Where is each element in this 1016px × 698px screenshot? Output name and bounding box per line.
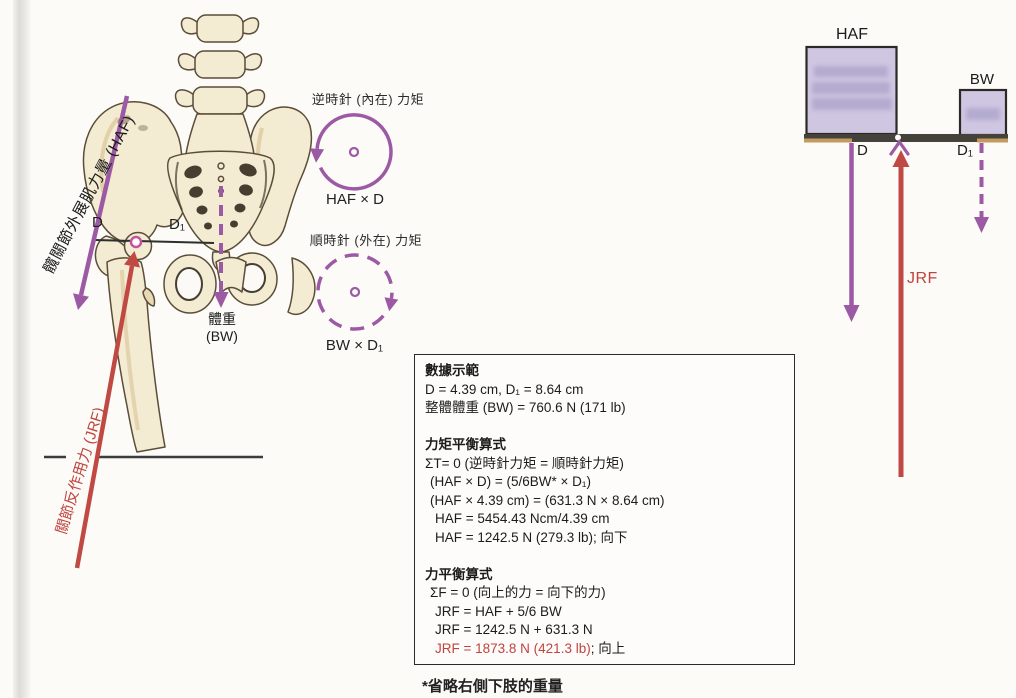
ccw-moment-circle <box>310 113 393 191</box>
lever-bw-label: BW <box>969 71 995 88</box>
calc-spacer <box>425 418 784 437</box>
ghost-bleed-text <box>812 98 892 110</box>
body-weight-label-abbr: (BW) <box>206 328 238 344</box>
fulcrum-marker <box>889 134 910 156</box>
page-edge-shadow <box>13 0 31 698</box>
calc-line: ΣF = 0 (向上的力 = 向下的力) <box>430 585 606 600</box>
moment-arm-line <box>94 239 215 244</box>
bw-force-arrow-dashed <box>213 186 229 308</box>
ghost-bleed-text <box>966 108 1000 120</box>
calc-force-title: 力平衡算式 <box>425 566 493 582</box>
calc-line: HAF = 5454.43 Ncm/4.39 cm <box>435 511 610 526</box>
lever-jrf-label: JRF <box>907 270 938 287</box>
calc-data-title: 數據示範 <box>425 363 479 378</box>
cw-moment-title: 順時針 (外在) 力矩 <box>309 233 423 248</box>
calc-spacer <box>425 547 784 566</box>
calc-jrf-result-direction: ; 向上 <box>590 640 626 656</box>
calc-line: (HAF × 4.39 cm) = (631.3 N × 8.64 cm) <box>430 492 665 508</box>
calc-line: 整體體重 (BW) = 760.6 N (171 lb) <box>425 400 626 415</box>
haf-weight-box <box>805 45 898 136</box>
cw-moment-formula: BW × D₁ <box>325 337 384 354</box>
body-weight-label: 體重 (BW) <box>192 311 252 345</box>
lever-beam <box>804 134 1008 143</box>
lever-haf-label: HAF <box>836 26 868 43</box>
lever-d-label: D <box>857 142 868 159</box>
calc-line: ΣT= 0 (逆時針力矩 = 順時針力矩) <box>425 455 624 471</box>
ghost-bleed-text <box>814 66 888 77</box>
lever-jrf-arrow <box>892 150 910 477</box>
calc-line: D = 4.39 cm, D₁ = 8.64 cm <box>425 381 584 397</box>
calc-torque-title: 力矩平衡算式 <box>425 437 506 452</box>
ccw-moment-title: 逆時針 (內在) 力矩 <box>311 92 425 107</box>
calculation-box: 數據示範 D = 4.39 cm, D₁ = 8.64 cm 整體體重 (BW)… <box>414 354 795 665</box>
bw-weight-box <box>958 88 1008 137</box>
calc-jrf-result-line: JRF = 1873.8 N (421.3 lb); 向上 <box>425 640 784 659</box>
calc-line: (HAF × D) = (5/6BW* × D₁) <box>430 474 591 489</box>
moment-arm-d-label: D <box>92 214 103 231</box>
lever-haf-arrow <box>843 143 860 322</box>
pelvis-illustration <box>82 14 316 453</box>
jrf-force-arrow <box>74 251 140 569</box>
calc-line: HAF = 1242.5 N (279.3 lb); 向下 <box>435 529 628 545</box>
calc-line: JRF = 1242.5 N + 631.3 N <box>435 622 593 637</box>
calc-jrf-result-value: JRF = 1873.8 N (421.3 lb) <box>435 640 591 656</box>
lever-d1-label: D₁ <box>957 142 973 159</box>
ghost-bleed-text <box>812 82 890 94</box>
body-weight-label-cjk: 體重 <box>208 311 236 327</box>
ccw-moment-formula: HAF × D <box>326 191 384 208</box>
hip-joint-center-marker <box>129 235 143 249</box>
cw-moment-circle <box>316 253 399 331</box>
lever-bw-arrow-dashed <box>974 143 989 233</box>
calc-line: JRF = HAF + 5/6 BW <box>435 603 562 619</box>
moment-arm-d1-label: D₁ <box>169 216 185 233</box>
figure-footnote: *省略右側下肢的重量 <box>422 678 563 695</box>
haf-force-arrow <box>73 95 130 310</box>
